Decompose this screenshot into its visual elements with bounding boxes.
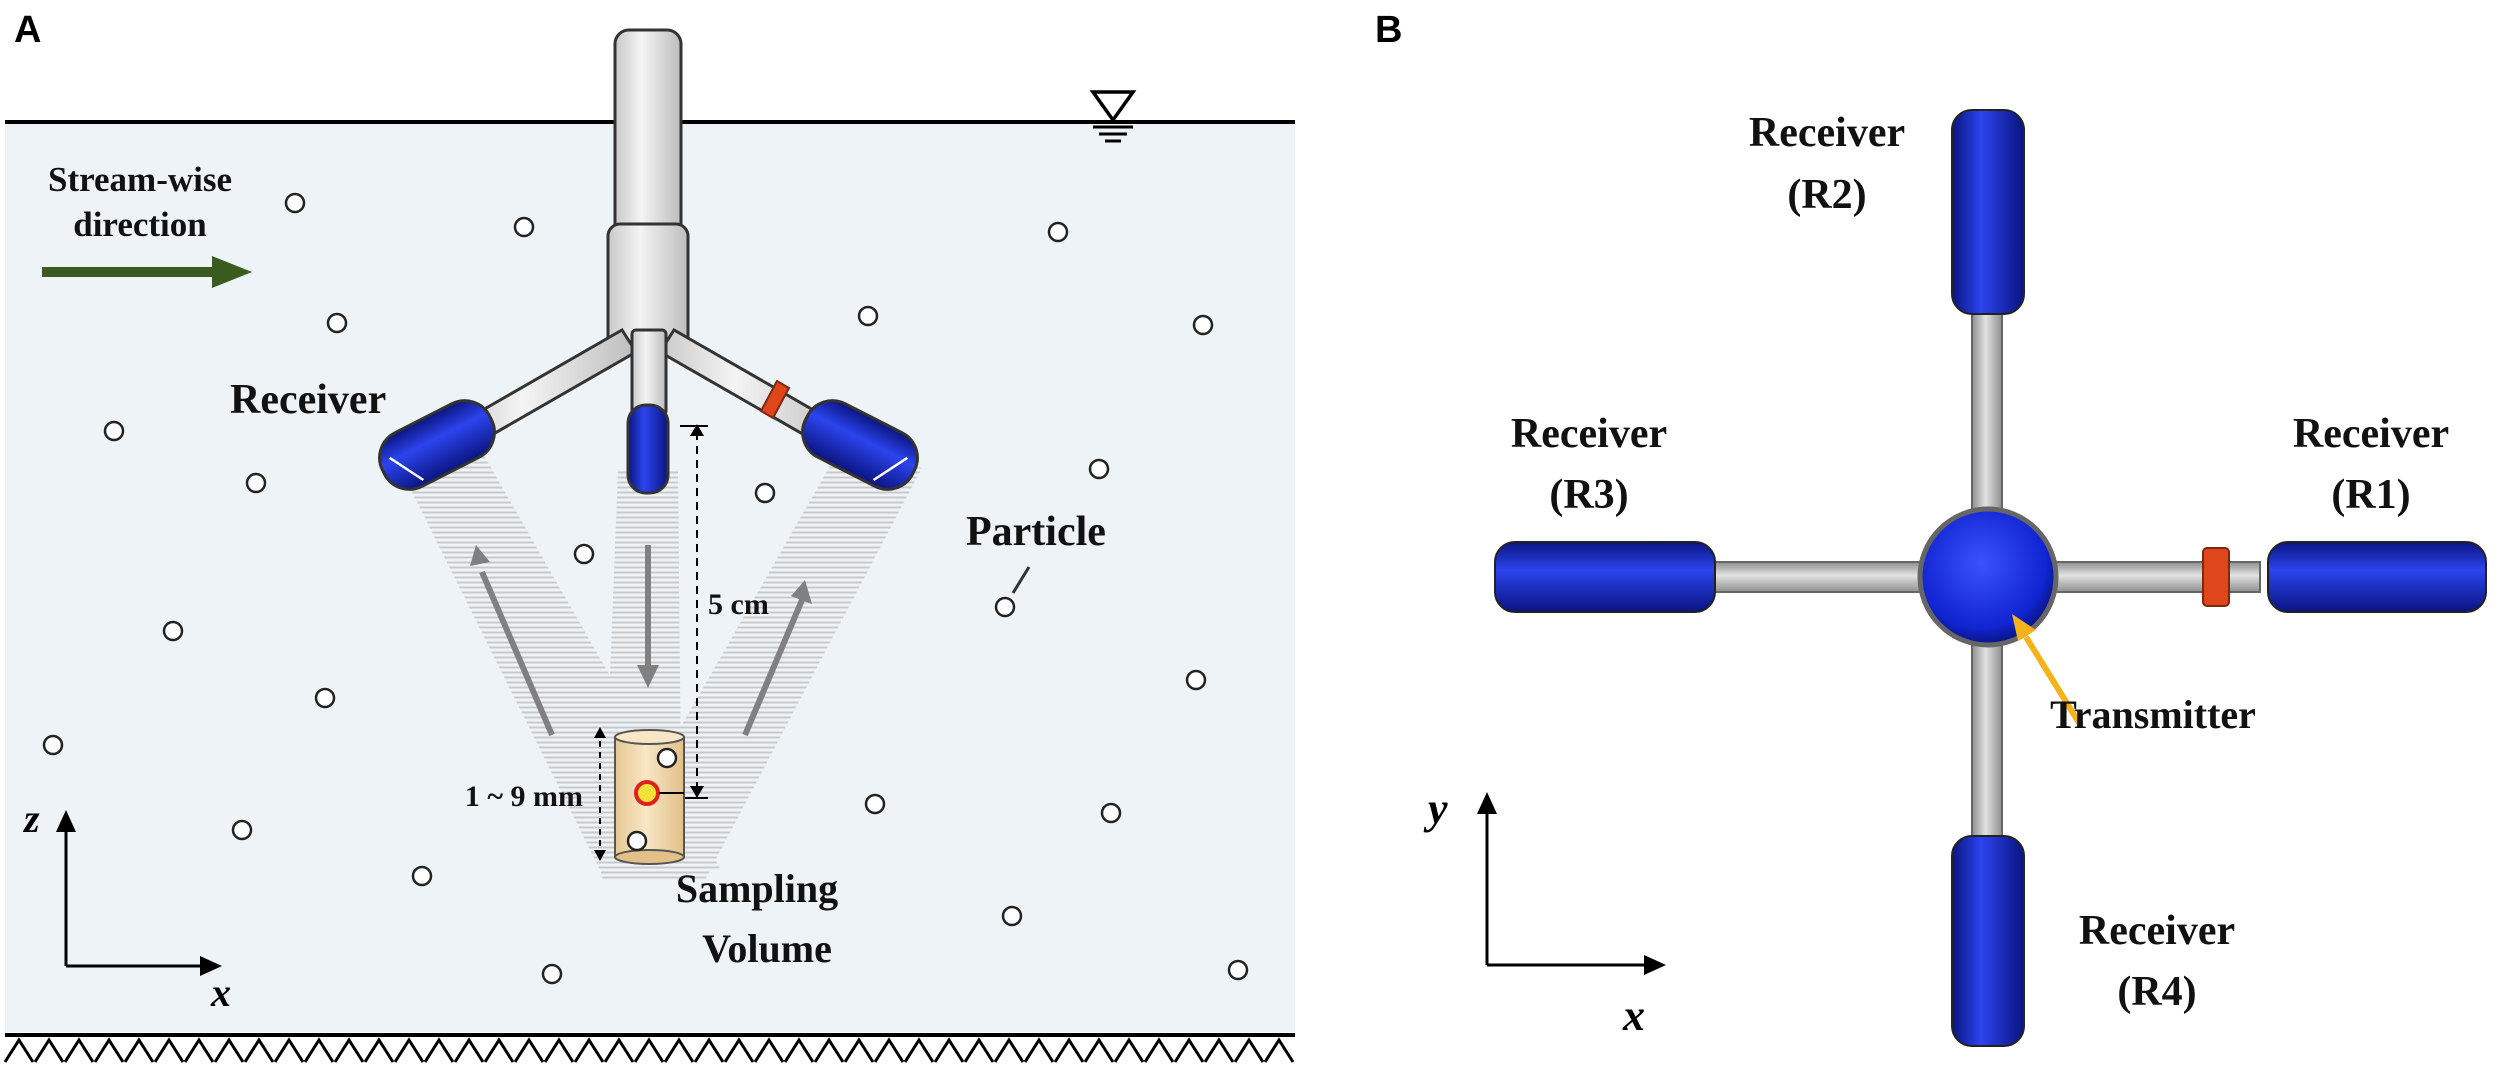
particle-icon [656, 747, 678, 769]
particle-icon [573, 543, 595, 565]
particle-icon [411, 865, 433, 887]
sampling-label-line2: Volume [702, 926, 832, 971]
distance-dimension [680, 424, 708, 799]
r1-label-line1: Receiver [2293, 411, 2449, 457]
particle-icon [314, 687, 336, 709]
flow-direction-arrow-icon [42, 256, 252, 288]
particle-icon [754, 482, 776, 504]
receiver-r2 [1951, 109, 2025, 315]
receiver-r1 [2267, 541, 2487, 613]
r2-label-line1: Receiver [1749, 110, 1905, 156]
r4-label-line1: Receiver [2079, 908, 2235, 954]
particle-icon [1088, 458, 1110, 480]
distance-label: 5 cm [708, 588, 769, 621]
water-level-symbol-icon [1089, 90, 1137, 143]
particle-icon [864, 793, 886, 815]
particle-icon [1227, 959, 1249, 981]
adv-probe [378, 28, 919, 495]
particle-icon [42, 734, 64, 756]
r3-label-line1: Receiver [1511, 411, 1667, 457]
axis-y-label: y [1423, 784, 1448, 833]
particle-icon [1185, 669, 1207, 691]
orientation-marker [2202, 547, 2230, 607]
particle-icon [626, 830, 648, 852]
particle-icon [994, 596, 1016, 618]
flow-label-line1: Stream-wise [48, 160, 232, 199]
particle-pointer-arrow-icon [1011, 566, 1031, 594]
axes-xz [56, 810, 222, 976]
panel-a-label: A [14, 9, 41, 51]
flow-label-line2: direction [73, 205, 207, 244]
axis-x-label-b: x [1622, 991, 1645, 1040]
r4-label-line2: (R4) [2117, 969, 2196, 1015]
particle-icon [1047, 221, 1069, 243]
height-dimension [594, 727, 606, 861]
particle-icon [284, 192, 306, 214]
probe-transmitter [626, 403, 670, 495]
probe-orientation-marker [759, 379, 791, 420]
beam-left-arrow-icon [479, 570, 555, 737]
beam-right-arrow-icon [742, 598, 805, 737]
panel-b: B Receiver (R2) Receiver (R3) Receiver (… [1375, 9, 2487, 1047]
transmitter-pointer-arrow-icon [2012, 614, 2084, 728]
transmitter-label: Transmitter [2050, 692, 2256, 737]
particle-icon [231, 819, 253, 841]
particle-icon [103, 420, 125, 442]
target-particle-icon [634, 780, 660, 806]
receiver-label: Receiver [230, 377, 386, 423]
particle-icon [162, 620, 184, 642]
receiver-r3 [1494, 541, 1716, 613]
probe-receiver-right [801, 399, 919, 491]
r2-label-line2: (R2) [1787, 172, 1866, 218]
particle-icon [857, 305, 879, 327]
axis-x-label-a: x [210, 970, 231, 1015]
particle-icon [326, 312, 348, 334]
probe-stem [613, 28, 683, 247]
height-label: 1 ~ 9 mm [465, 780, 583, 813]
receiver-r4 [1951, 835, 2025, 1047]
axes-xy [1477, 792, 1666, 975]
sampling-label-line1: Sampling [676, 866, 838, 911]
r1-label-line2: (R1) [2331, 472, 2410, 518]
particle-icon [1192, 314, 1214, 336]
panel-a: A Stream-wise direction [3, 9, 1295, 1063]
particle-label: Particle [966, 509, 1106, 555]
probe-receiver-left [378, 399, 496, 491]
particle-icon [1001, 905, 1023, 927]
panel-b-label: B [1375, 9, 1402, 51]
transmitter [1917, 506, 2059, 648]
particle-icon [1100, 802, 1122, 824]
axis-z-label: z [22, 796, 40, 841]
particle-icon [541, 963, 563, 985]
channel-bed-hatch [3, 1037, 1295, 1063]
particle-icon [245, 472, 267, 494]
r3-label-line2: (R3) [1549, 472, 1628, 518]
particle-icon [513, 216, 535, 238]
probe-center-arm [630, 328, 668, 417]
suspended-particles [42, 192, 1249, 985]
sampling-volume [614, 729, 685, 865]
